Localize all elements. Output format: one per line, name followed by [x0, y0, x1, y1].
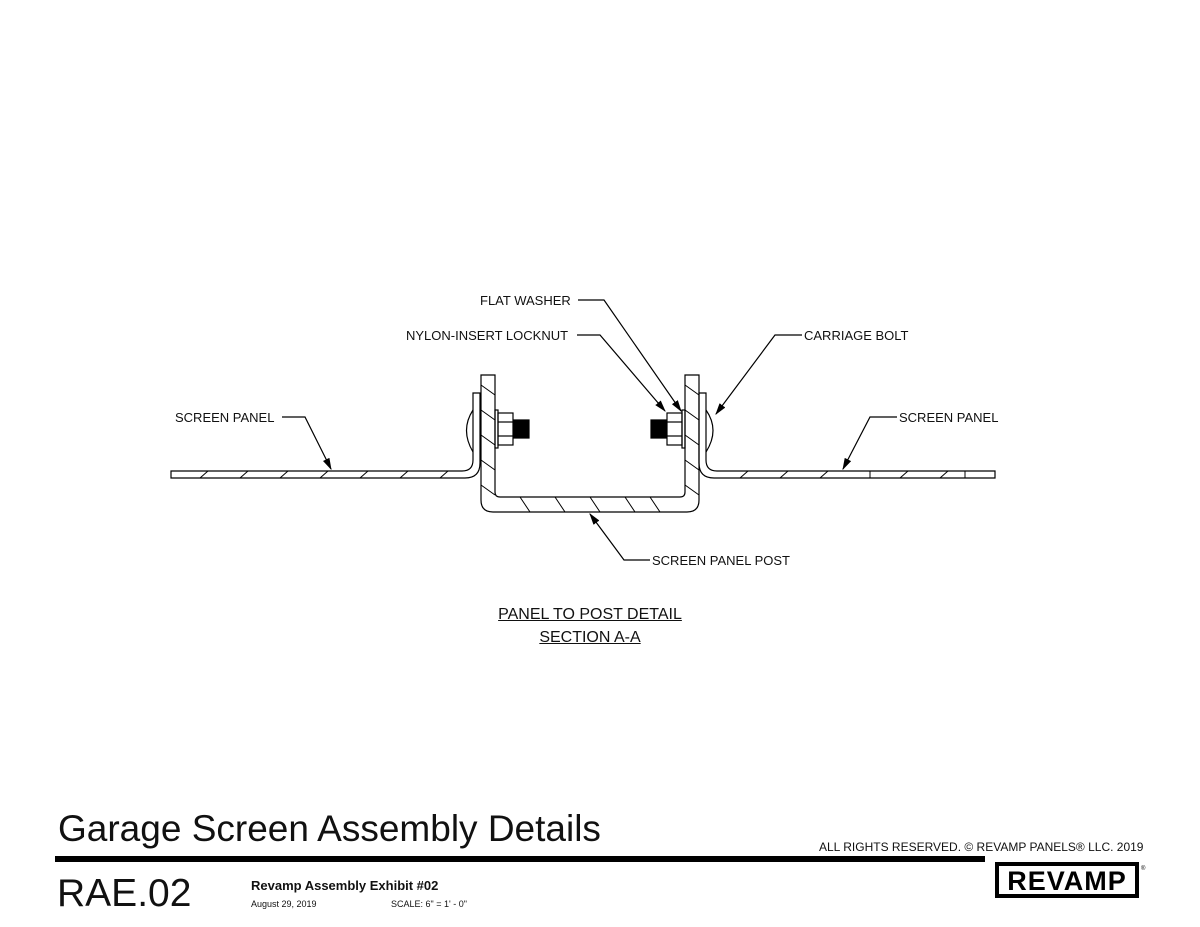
bolt-thread-right	[650, 419, 667, 439]
leader-carriage-bolt	[715, 334, 802, 415]
label-screen-panel-post: SCREEN PANEL POST	[652, 553, 790, 568]
label-carriage-bolt: CARRIAGE BOLT	[804, 328, 909, 343]
sheet-title: Garage Screen Assembly Details	[58, 808, 601, 849]
screen-panel-post	[480, 374, 700, 513]
screen-panel-right	[698, 392, 996, 479]
leader-panel-right	[842, 416, 897, 471]
leader-flat-washer	[578, 299, 682, 412]
svg-text:REVAMP: REVAMP	[1007, 866, 1127, 896]
leader-post	[589, 513, 650, 561]
bolt-thread-left	[513, 419, 530, 439]
label-nylon-locknut: NYLON-INSERT LOCKNUT	[406, 328, 569, 343]
carriage-bolt-head-right	[705, 409, 714, 453]
hatching	[199, 384, 966, 513]
leader-panel-left	[282, 416, 332, 471]
locknut-right	[666, 412, 683, 446]
title-divider	[55, 856, 985, 862]
label-screen-panel-left: SCREEN PANEL	[175, 410, 275, 425]
sheet-code: RAE.02	[57, 872, 192, 915]
carriage-bolt-head-left	[465, 409, 474, 453]
screen-panel-left	[170, 392, 481, 479]
leader-locknut	[577, 334, 666, 412]
section-caption: SECTION A-A	[539, 629, 641, 646]
copyright-notice: ALL RIGHTS RESERVED. © REVAMP PANELS® LL…	[819, 840, 1144, 854]
sheet-scale: SCALE: 6" = 1' - 0"	[391, 899, 467, 909]
locknut-left	[497, 412, 514, 446]
svg-text:®: ®	[1141, 865, 1146, 872]
revamp-logo: REVAMP ®	[995, 862, 1146, 898]
label-flat-washer: FLAT WASHER	[480, 293, 571, 308]
detail-caption: PANEL TO POST DETAIL	[498, 606, 682, 623]
sheet-date: August 29, 2019	[251, 899, 317, 909]
exhibit-name: Revamp Assembly Exhibit #02	[251, 878, 439, 893]
label-screen-panel-right: SCREEN PANEL	[899, 410, 999, 425]
